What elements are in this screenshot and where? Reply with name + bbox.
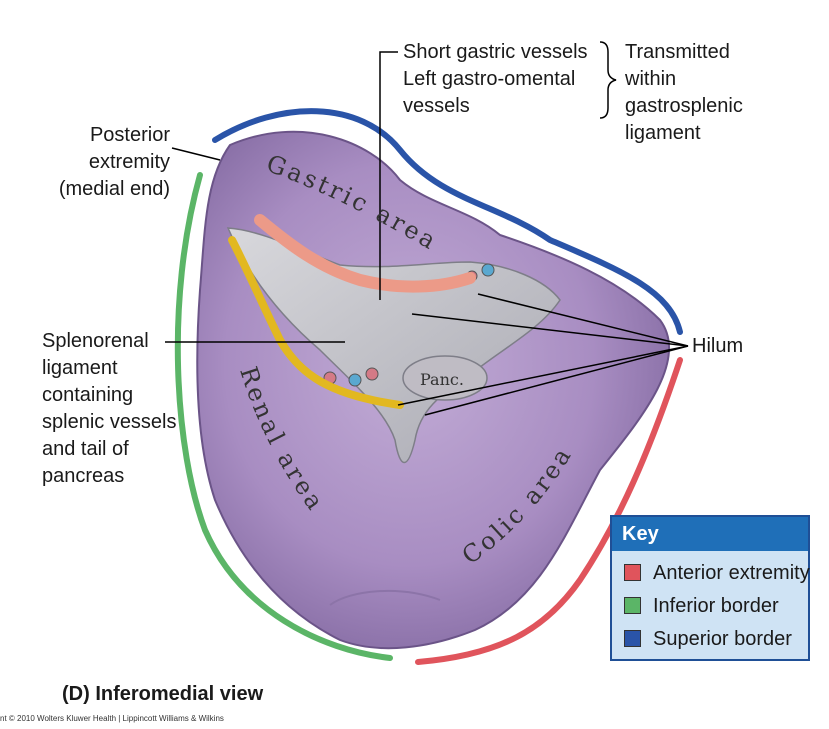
superior-swatch <box>624 630 641 647</box>
vessel-dot <box>481 263 495 277</box>
anterior-swatch <box>624 564 641 581</box>
splenorenal-label: Splenorenal ligament containing splenic … <box>42 330 177 487</box>
transmitted-label: Transmitted within gastrosplenic ligamen… <box>625 41 743 144</box>
gastrosplenic-brace <box>599 41 617 119</box>
anterior-extremity-arc <box>415 357 683 665</box>
key-item-superior: Superior border <box>624 627 792 651</box>
gastric-vessels-band <box>254 214 476 293</box>
spleen-notch <box>329 590 441 606</box>
key-item-inferior: Inferior border <box>624 594 779 618</box>
left-gastro-omental-label: Left gastro-omental vessels <box>403 68 576 117</box>
leader-hilum-3 <box>397 345 689 406</box>
splenorenal-ligament-band <box>228 236 404 409</box>
superior-border-arc <box>212 108 683 335</box>
pancreas-tail <box>402 355 488 401</box>
posterior-extremity-label: Posterior extremity (medial end) <box>58 124 170 200</box>
inferior-border-arc <box>174 172 393 661</box>
leader-hilum-2 <box>411 313 689 347</box>
key-panel: Key Anterior extremity Inferior border S… <box>610 515 810 661</box>
leader-posterior <box>171 147 221 161</box>
key-item-anterior: Anterior extremity <box>624 561 810 585</box>
copyright-credit: nt © 2010 Wolters Kluwer Health | Lippin… <box>0 714 224 723</box>
key-title: Key <box>612 517 808 551</box>
leader-short-gastric <box>379 51 398 300</box>
inferior-swatch <box>624 597 641 614</box>
figure-caption: (D) Inferomedial view <box>62 683 264 705</box>
leader-hilum-4 <box>424 345 689 416</box>
vessel-dot <box>348 373 362 387</box>
leader-hilum-1 <box>477 293 689 347</box>
vessel-dot <box>365 367 379 381</box>
panc-label: Panc. <box>420 370 464 389</box>
short-gastric-label: Short gastric vessels <box>403 41 588 63</box>
hilum-label: Hilum <box>692 335 744 357</box>
